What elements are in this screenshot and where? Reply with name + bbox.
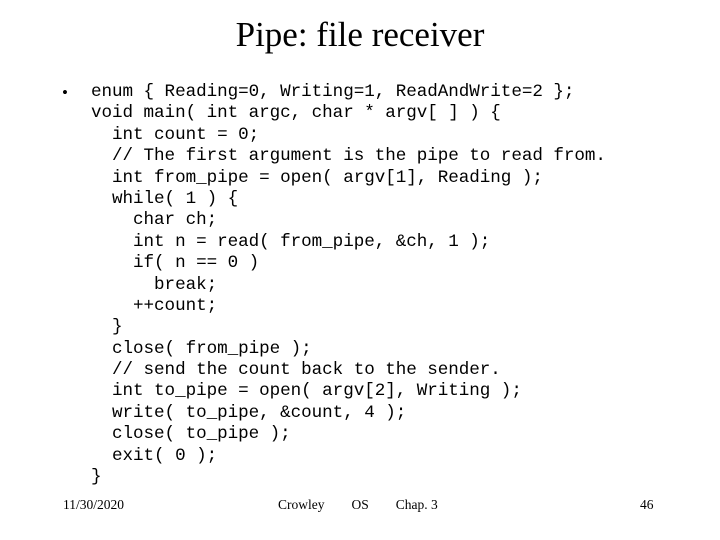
bullet-point-icon: • <box>62 83 68 102</box>
code-line: break; <box>91 274 218 295</box>
code-line: int from_pipe = open( argv[1], Reading )… <box>91 167 543 188</box>
code-block: enum { Reading=0, Writing=1, ReadAndWrit… <box>91 82 682 488</box>
slide-body: • enum { Reading=0, Writing=1, ReadAndWr… <box>62 82 682 488</box>
code-line: int count = 0; <box>91 124 260 145</box>
footer-date: 11/30/2020 <box>63 497 125 512</box>
code-line: ++count; <box>91 295 218 316</box>
code-line: // The first argument is the pipe to rea… <box>91 146 606 167</box>
page-title: Pipe: file receiver <box>235 15 485 54</box>
footer-page-number: 46 <box>640 497 654 512</box>
code-line: while( 1 ) { <box>91 188 239 209</box>
bullet-list-item: • enum { Reading=0, Writing=1, ReadAndWr… <box>62 82 682 488</box>
code-line: int to_pipe = open( argv[2], Writing ); <box>91 381 522 402</box>
code-line: char ch; <box>91 210 218 231</box>
code-line: } <box>91 467 102 488</box>
code-line: close( from_pipe ); <box>91 338 312 359</box>
footer-chapter: Chap. 3 <box>395 497 438 512</box>
code-line: int n = read( from_pipe, &ch, 1 ); <box>91 231 491 252</box>
code-line: enum { Reading=0, Writing=1, ReadAndWrit… <box>91 82 575 102</box>
code-line: exit( 0 ); <box>91 445 218 466</box>
code-line: } <box>91 317 123 338</box>
code-line: // send the count back to the sender. <box>91 360 501 381</box>
code-line: void main( int argc, char * argv[ ] ) { <box>91 103 501 124</box>
footer-center-group: Crowley OS Chap. 3 <box>278 496 438 514</box>
code-line: if( n == 0 ) <box>91 253 260 274</box>
footer-author: Crowley <box>278 497 325 512</box>
footer-course: OS <box>351 497 369 512</box>
code-line: write( to_pipe, &count, 4 ); <box>91 402 407 423</box>
code-line: close( to_pipe ); <box>91 424 291 445</box>
slide-footer: 11/30/2020 Crowley OS Chap. 3 46 <box>0 496 720 518</box>
